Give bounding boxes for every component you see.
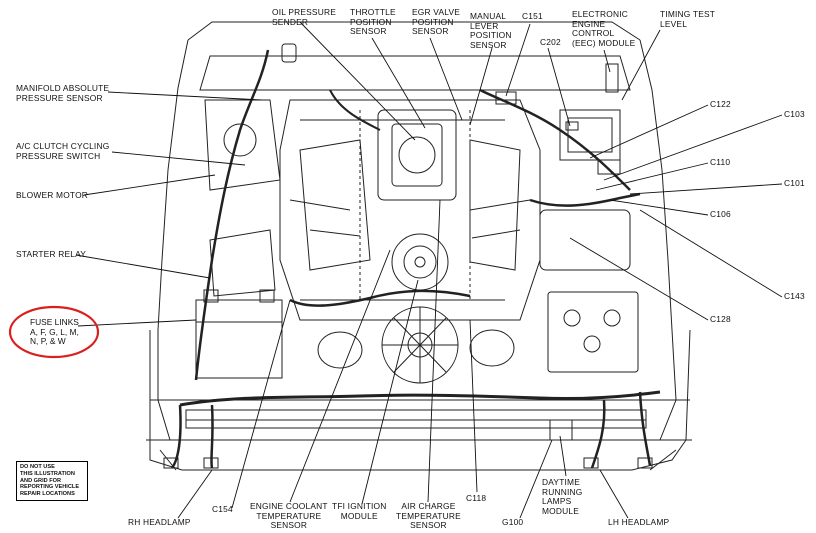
leader-c128 — [569, 237, 709, 321]
label-timing-test-level: TIMING TEST LEVEL — [660, 9, 716, 29]
label-c110: C110 — [710, 157, 731, 167]
leader-c106 — [609, 199, 709, 216]
label-c202: C202 — [540, 37, 561, 47]
label-c106: C106 — [710, 209, 731, 219]
leader-fuse-links — [77, 319, 197, 327]
leader-c151 — [505, 23, 531, 97]
leader-oil-pressure-sender — [299, 21, 416, 141]
leader-g100 — [519, 439, 553, 519]
leader-manual-lever-position-sensor — [469, 47, 493, 126]
leader-egr-valve-position-sensor — [429, 37, 463, 121]
leader-engine-coolant-temperature-sensor — [289, 249, 391, 503]
leader-c101 — [629, 183, 783, 195]
leader-c154 — [231, 299, 291, 509]
leader-tfi-ignition-module — [361, 279, 419, 505]
leader-throttle-position-sensor — [371, 37, 426, 129]
label-rh-headlamp: RH HEADLAMP — [128, 517, 191, 527]
label-c101: C101 — [784, 178, 805, 188]
label-throttle-position-sensor: THROTTLE POSITION SENSOR — [350, 7, 396, 36]
label-c103: C103 — [784, 109, 805, 119]
label-c154: C154 — [212, 504, 233, 514]
leader-c122 — [589, 104, 709, 159]
leader-c110 — [595, 162, 709, 191]
label-c118: C118 — [466, 493, 487, 503]
label-lh-headlamp: LH HEADLAMP — [608, 517, 670, 527]
leader-c202 — [547, 47, 571, 127]
label-daytime-running-lamps-module: DAYTIME RUNNING LAMPS MODULE — [542, 477, 583, 516]
label-manual-lever-position-sensor: MANUAL LEVER POSITION SENSOR — [470, 11, 512, 50]
leader-starter-relay — [75, 254, 211, 279]
engine-compartment-drawing — [146, 21, 692, 471]
label-engine-coolant-temperature-sensor: ENGINE COOLANT TEMPERATURE SENSOR — [250, 501, 328, 530]
leader-c118 — [469, 319, 478, 493]
leader-timing-test-level — [621, 29, 661, 101]
label-ac-clutch-cycling-pressure-switch: A/C CLUTCH CYCLING PRESSURE SWITCH — [16, 141, 110, 161]
label-manifold-absolute-pressure-sensor: MANIFOLD ABSOLUTE PRESSURE SENSOR — [16, 83, 110, 103]
leader-ac-clutch-cycling-pressure-switch — [111, 151, 246, 166]
label-g100: G100 — [502, 517, 524, 527]
label-c151: C151 — [522, 11, 543, 21]
label-starter-relay: STARTER RELAY — [16, 249, 87, 259]
leader-air-charge-temperature-sensor — [427, 199, 441, 503]
label-blower-motor: BLOWER MOTOR — [16, 190, 89, 200]
label-c143: C143 — [784, 291, 805, 301]
label-eec-module: ELECTRONIC ENGINE CONTROL (EEC) MODULE — [572, 9, 636, 48]
label-c122: C122 — [710, 99, 731, 109]
leader-c143 — [639, 209, 783, 298]
fuse-links-highlight-circle — [8, 305, 100, 359]
leader-blower-motor — [83, 174, 216, 196]
label-tfi-ignition-module: TFI IGNITION MODULE — [332, 501, 387, 521]
leader-lines — [75, 21, 783, 519]
usage-notice-box: DO NOT USE THIS ILLUSTRATION AND GRID FO… — [16, 461, 88, 501]
label-oil-pressure-sender: OIL PRESSURE SENDER — [272, 7, 336, 27]
leader-c103 — [603, 114, 783, 181]
label-fuse-links: FUSE LINKS A, F, G, L, M, N, P, & W — [30, 317, 79, 346]
leader-rh-headlamp — [177, 469, 213, 519]
leader-manifold-absolute-pressure-sensor — [107, 91, 263, 101]
leader-daytime-running-lamps-module — [559, 435, 567, 477]
leader-eec-module — [603, 49, 611, 73]
label-c128: C128 — [710, 314, 731, 324]
label-air-charge-temperature-sensor: AIR CHARGE TEMPERATURE SENSOR — [396, 501, 461, 530]
leader-lh-headlamp — [599, 469, 629, 519]
label-egr-valve-position-sensor: EGR VALVE POSITION SENSOR — [412, 7, 461, 36]
